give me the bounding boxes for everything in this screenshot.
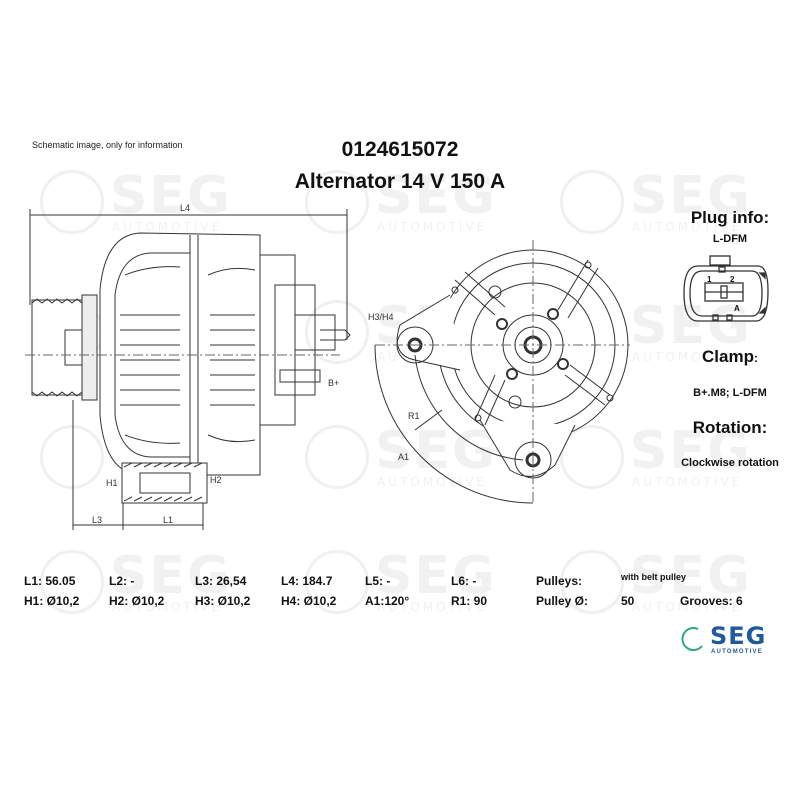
spec-L1: L1: 56.05: [24, 574, 76, 588]
label-H1: H1: [106, 478, 118, 488]
svg-text:2: 2: [730, 275, 735, 284]
spec-H3: H3: Ø10,2: [195, 594, 251, 608]
svg-text:A: A: [734, 304, 740, 313]
rotation-value: Clockwise rotation: [681, 457, 779, 469]
spec-L3: L3: 26,54: [195, 574, 247, 588]
logo-ring-icon: [681, 627, 703, 651]
plug-info-value: L-DFM: [712, 233, 748, 245]
spec-pulleys-value: with belt pulley: [621, 572, 687, 582]
logo-text: SEG: [710, 622, 767, 650]
spec-R1: R1: 90: [451, 594, 488, 608]
part-number: 0124615072: [341, 138, 459, 161]
spec-L2: L2: -: [109, 574, 135, 588]
label-A1: A1: [398, 452, 409, 462]
disclaimer-note: Schematic image, only for information: [32, 140, 183, 150]
spec-H4: H4: Ø10,2: [281, 594, 337, 608]
label-H2: H2: [210, 475, 222, 485]
spec-L4: L4: 184.7: [281, 574, 333, 588]
svg-text:1: 1: [707, 275, 712, 284]
product-title: Alternator 14 V 150 A: [294, 170, 506, 193]
front-view-drawing: H3/H4 R1 A1: [368, 240, 630, 505]
spec-pulleys-label: Pulleys:: [536, 574, 583, 588]
label-B-plus: B+: [328, 378, 339, 388]
plug-info-heading: Plug info:: [690, 208, 770, 227]
side-view-drawing: L4 B+ H1 H2 L3 L1: [25, 203, 351, 530]
label-R1: R1: [408, 411, 420, 421]
spec-L6: L6: -: [451, 574, 477, 588]
spec-grooves: Grooves: 6: [680, 594, 743, 608]
clamp-heading: Clamp:: [702, 347, 758, 366]
spec-pulley-diameter-label: Pulley Ø:: [536, 594, 589, 608]
spec-L5: L5: -: [365, 574, 391, 588]
clamp-value: B+.M8; L-DFM: [693, 387, 767, 399]
label-L4: L4: [180, 203, 190, 213]
label-L3: L3: [92, 515, 102, 525]
logo-subtitle: AUTOMOTIVE: [711, 649, 763, 655]
plug-connector-icon: 1 2 A: [683, 255, 769, 322]
label-L1: L1: [163, 515, 173, 525]
spec-H1: H1: Ø10,2: [24, 594, 80, 608]
label-H3-H4: H3/H4: [368, 312, 394, 322]
spec-A1: A1:120°: [365, 594, 410, 608]
rotation-heading: Rotation:: [692, 418, 768, 437]
seg-automotive-logo: SEG AUTOMOTIVE: [680, 622, 790, 660]
spec-H2: H2: Ø10,2: [109, 594, 165, 608]
spec-pulley-diameter-value: 50: [621, 594, 635, 608]
